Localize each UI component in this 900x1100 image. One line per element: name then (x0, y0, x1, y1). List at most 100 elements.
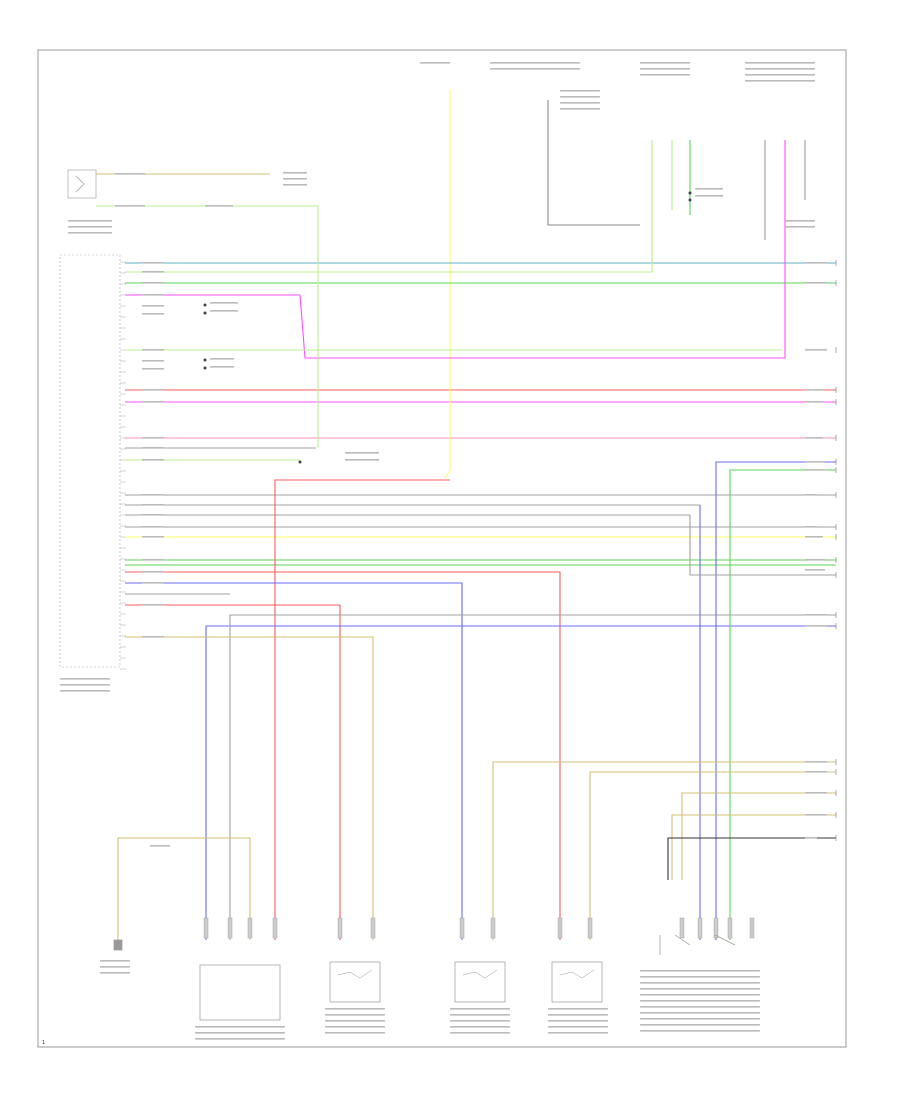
fine-print-mark (548, 1026, 608, 1028)
fine-print-mark (640, 994, 760, 996)
fine-print-mark (420, 62, 450, 64)
wire-red-sensor (125, 571, 561, 940)
wire-gray-left (229, 614, 836, 940)
wire-pink-sensor (125, 604, 341, 940)
fine-print-mark (805, 262, 827, 264)
fine-print-mark (142, 447, 164, 449)
fine-print-mark (283, 172, 307, 174)
fine-print-mark (805, 282, 827, 284)
fine-print-mark (805, 569, 825, 571)
fine-print-mark (345, 459, 379, 461)
fine-print-mark (142, 389, 164, 391)
wire-tan-r2 (589, 771, 836, 940)
top-left-sensor (67, 169, 97, 199)
fine-print-mark (805, 625, 827, 627)
fine-print-mark (325, 1008, 385, 1010)
wire-blue-right (715, 461, 836, 940)
fine-print-mark (68, 226, 112, 228)
wire-tan-bottom (117, 837, 251, 940)
fine-print-mark (150, 845, 170, 847)
fine-print-mark (142, 636, 164, 638)
fine-print-mark (805, 761, 827, 763)
fine-print-mark (695, 195, 723, 197)
sensor-graphics (337, 969, 595, 979)
bottom-connector-stub (247, 917, 253, 939)
bottom-connector-stub (203, 917, 209, 939)
fine-print-mark (195, 1038, 285, 1040)
bottom-connector-stub (727, 917, 733, 939)
wire-gray-top-mid (547, 100, 640, 226)
fine-print-mark (195, 1032, 285, 1034)
wire-black-r5 (667, 837, 836, 880)
fine-print-mark (805, 349, 827, 351)
wire-gray-right-2 (689, 515, 836, 576)
bottom-connector-stub (272, 917, 278, 939)
figure-id: 1 (42, 1040, 45, 1046)
fine-print-mark (560, 96, 600, 98)
fine-print-mark (640, 970, 760, 972)
fine-print-mark (142, 360, 164, 362)
fine-print-mark (805, 792, 827, 794)
fine-print-mark (640, 1030, 760, 1032)
wire-tan-r3 (681, 792, 836, 880)
fine-print-mark (490, 68, 580, 70)
fine-print-mark (745, 80, 815, 82)
fine-print-mark (640, 1018, 760, 1020)
fine-print-mark (640, 1000, 760, 1002)
fine-print-mark (490, 62, 580, 64)
fine-print-mark (548, 1008, 608, 1010)
fine-print-mark (450, 1032, 510, 1034)
fine-print-mark (805, 469, 825, 471)
fine-print-mark (548, 1020, 608, 1022)
fine-print-mark (805, 814, 827, 816)
wire-tan-left (125, 636, 374, 940)
fine-print-mark (142, 368, 164, 370)
bottom-connector-stub (679, 917, 685, 939)
fine-print-mark (210, 302, 238, 304)
bottom-connector-stub (697, 917, 703, 939)
fine-print-mark (805, 437, 823, 439)
fine-print-mark (142, 294, 164, 296)
fine-print-mark (745, 74, 815, 76)
fine-print-mark (210, 358, 234, 360)
wire-tan-r1 (492, 761, 836, 940)
wire-top-left-2 (96, 205, 319, 448)
fine-print-mark (210, 366, 234, 368)
fine-print-mark (142, 282, 164, 284)
fine-print-mark (560, 90, 600, 92)
fine-print-mark (805, 536, 823, 538)
fine-print-mark (100, 966, 130, 968)
fine-print-mark (325, 1026, 385, 1028)
fine-print-mark (805, 771, 827, 773)
bottom-connector-stub (557, 917, 563, 939)
fine-print-mark (640, 1024, 760, 1026)
fine-print-mark (640, 1012, 760, 1014)
fine-print-mark (210, 310, 238, 312)
fine-print-mark (142, 262, 164, 264)
fine-print-mark (805, 837, 817, 839)
fine-print-mark (205, 205, 233, 207)
fine-print-mark (805, 526, 817, 528)
fine-print-mark (142, 349, 164, 351)
fine-print-mark (785, 220, 815, 222)
component-box-1 (199, 964, 281, 1021)
fine-print-mark (142, 271, 164, 273)
fine-print-mark (325, 1020, 385, 1022)
fine-print-mark (450, 1020, 510, 1022)
fine-print-mark (195, 1026, 285, 1028)
fine-print-mark (115, 205, 145, 207)
fine-print-mark (640, 988, 760, 990)
wire-blue-sensor (125, 582, 463, 940)
junction-dots (203, 191, 692, 464)
bottom-connector-stub (370, 917, 376, 939)
fine-print-mark (60, 690, 110, 692)
wire-yellow-top (444, 90, 451, 479)
fine-print-mark (548, 1014, 608, 1016)
fine-print-mark (805, 559, 825, 561)
wire-green-right (729, 469, 836, 940)
fine-print-mark (450, 1008, 510, 1010)
fine-print-mark (100, 960, 130, 962)
fine-print-mark (142, 571, 164, 573)
route-wires (96, 90, 836, 940)
fine-print-mark (142, 514, 164, 516)
